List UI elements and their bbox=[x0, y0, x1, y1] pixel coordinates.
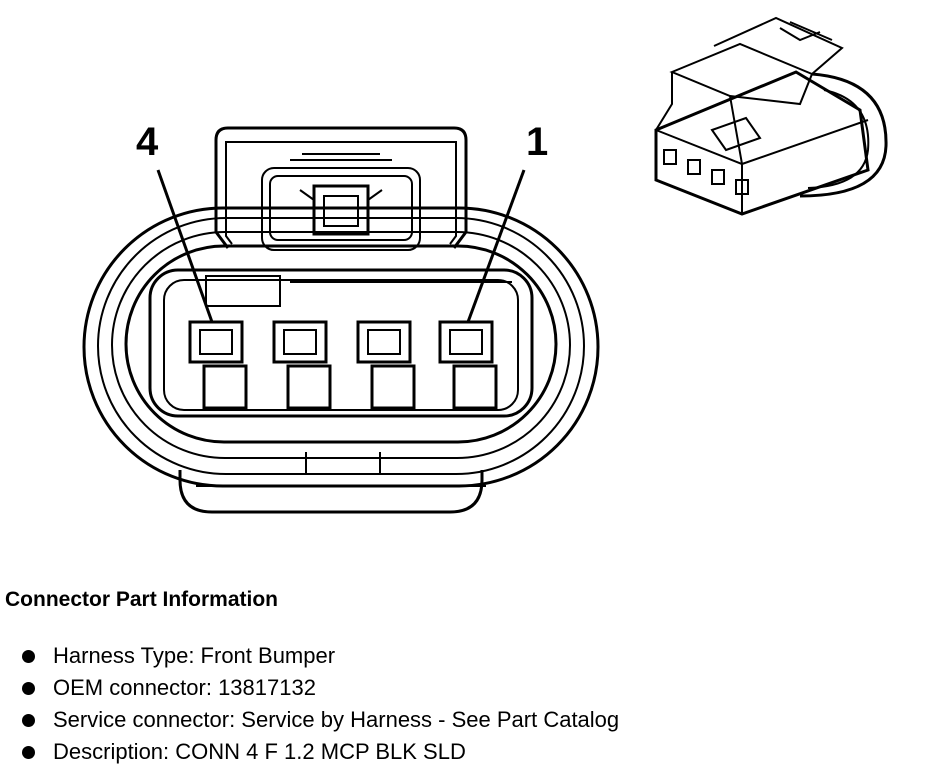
list-item: Description: CONN 4 F 1.2 MCP BLK SLD bbox=[22, 736, 619, 768]
iso-cavity bbox=[735, 179, 749, 195]
oem-connector-text: OEM connector: 13817132 bbox=[53, 675, 316, 700]
latch-housing-outline bbox=[214, 126, 468, 249]
iso-round-back bbox=[799, 72, 888, 198]
cavity-inner bbox=[163, 279, 519, 411]
terminal-cavity bbox=[188, 320, 248, 410]
latch-tab-inner bbox=[323, 195, 359, 227]
harness-type-text: Harness Type: Front Bumper bbox=[53, 643, 336, 668]
shell-ring-3 bbox=[124, 244, 558, 444]
list-item: OEM connector: 13817132 bbox=[22, 672, 619, 704]
pin-4-leader bbox=[156, 169, 214, 323]
iso-cavity bbox=[663, 149, 677, 165]
connector-diagram: 4 1 bbox=[82, 16, 888, 514]
latch-ribs bbox=[290, 153, 392, 161]
list-item: Harness Type: Front Bumper bbox=[22, 640, 619, 672]
connector-isometric bbox=[654, 16, 888, 216]
iso-cavity bbox=[687, 159, 701, 175]
bullet-icon bbox=[22, 649, 35, 663]
section-title: Connector Part Information bbox=[5, 588, 279, 611]
bullet-icon bbox=[22, 745, 35, 759]
latch-housing-inner bbox=[225, 141, 457, 245]
iso-latch-detail bbox=[779, 21, 833, 42]
iso-latch bbox=[713, 16, 844, 75]
latch-tab bbox=[312, 184, 370, 236]
cavity-outline bbox=[148, 268, 534, 418]
bottom-rib bbox=[196, 452, 486, 487]
iso-side-edges bbox=[655, 72, 743, 165]
bullet-icon bbox=[22, 681, 35, 695]
terminal-cavity bbox=[438, 320, 498, 410]
connector-face: 4 1 bbox=[82, 120, 600, 514]
list-item: Service connector: Service by Harness - … bbox=[22, 704, 619, 736]
iso-cavity bbox=[711, 169, 725, 185]
iso-key bbox=[710, 116, 762, 152]
pin-1-leader bbox=[466, 169, 526, 323]
latch-tab-arms bbox=[299, 189, 383, 201]
terminal-cavity bbox=[356, 320, 416, 410]
polarization-key bbox=[205, 275, 281, 307]
service-connector-text: Service connector: Service by Harness - … bbox=[53, 707, 620, 732]
info-list: Harness Type: Front Bumper OEM connector… bbox=[22, 640, 619, 768]
shell-ring-2 bbox=[111, 231, 571, 459]
iso-round-back-inner bbox=[807, 89, 870, 189]
description-text: Description: CONN 4 F 1.2 MCP BLK SLD bbox=[53, 739, 466, 764]
iso-top-body bbox=[669, 42, 814, 106]
pin-label-4: 4 bbox=[136, 120, 159, 164]
iso-body-outline bbox=[654, 70, 870, 216]
terminal-cavity bbox=[272, 320, 332, 410]
bullet-icon bbox=[22, 713, 35, 727]
pin-label-1: 1 bbox=[526, 120, 548, 164]
shell-ring-1 bbox=[97, 217, 585, 475]
bottom-flange bbox=[178, 470, 484, 514]
